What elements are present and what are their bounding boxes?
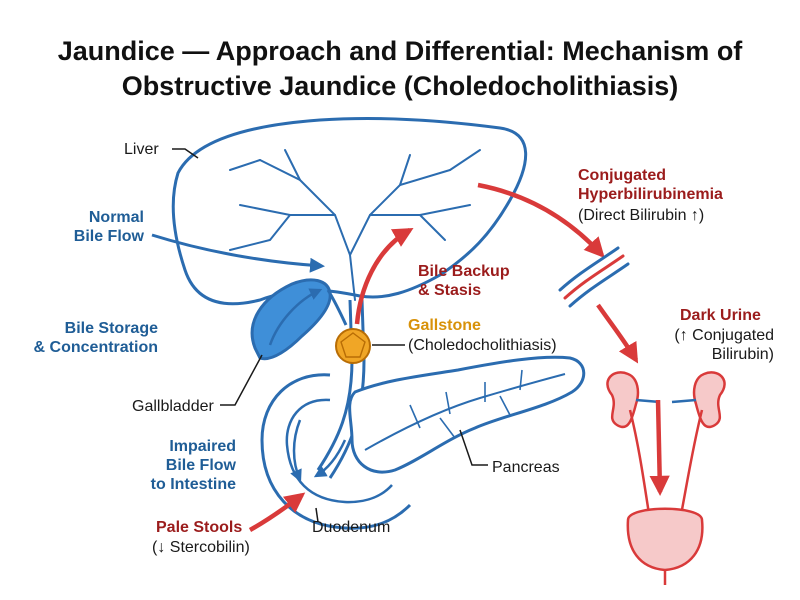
bile-storage-line-1: Bile Storage bbox=[64, 320, 158, 337]
impaired-flow-arrow-2 bbox=[313, 439, 347, 478]
normal-bile-flow-label: Normal Bile Flow bbox=[62, 208, 144, 246]
dark-urine-label: Dark Urine bbox=[680, 307, 761, 324]
to-bladder-arrow bbox=[649, 399, 670, 497]
renal-vessels bbox=[635, 398, 697, 404]
cystic-duct bbox=[326, 289, 348, 326]
ureters bbox=[628, 409, 704, 521]
gallstone-icon bbox=[335, 328, 371, 364]
bile-backup-label: Bile Backup & Stasis bbox=[418, 262, 510, 300]
bladder-shape bbox=[626, 507, 704, 572]
duodenum-label: Duodenum bbox=[312, 519, 391, 536]
impaired-flow-line-1: Impaired bbox=[169, 438, 236, 455]
leader-lines bbox=[172, 148, 488, 523]
dark-urine-note: (↑ Conjugated Bilirubin) bbox=[640, 326, 774, 364]
to-blood-arrow bbox=[477, 182, 605, 258]
common-bile-duct bbox=[316, 299, 354, 471]
bile-storage-label: Bile Storage & Concentration bbox=[12, 319, 158, 357]
liver-label: Liver bbox=[124, 141, 159, 158]
impaired-flow-line-2: Bile Flow bbox=[165, 457, 236, 474]
pancreatic-branches bbox=[409, 369, 523, 439]
gallstone-label: Gallstone bbox=[408, 317, 481, 334]
pancreatic-duct bbox=[364, 373, 566, 451]
gallbladder-inner-flow bbox=[268, 288, 323, 346]
dark-urine-note-line-1: (↑ Conjugated bbox=[674, 327, 774, 344]
normal-bile-flow-line-2: Bile Flow bbox=[73, 228, 144, 245]
normal-bile-flow-line-1: Normal bbox=[88, 209, 144, 226]
pancreas-label: Pancreas bbox=[492, 459, 560, 476]
bile-backup-line-1: Bile Backup bbox=[418, 263, 510, 280]
liver-shape bbox=[171, 116, 528, 306]
gallstone-note: (Choledocholithiasis) bbox=[408, 337, 557, 354]
normal-bile-flow-arrow bbox=[151, 233, 325, 273]
bile-backup-line-2: & Stasis bbox=[418, 282, 482, 299]
blood-vessel-icon bbox=[558, 246, 630, 308]
impaired-flow-label: Impaired Bile Flow to Intestine bbox=[120, 437, 236, 494]
pale-stools-note: (↓ Stercobilin) bbox=[152, 539, 250, 556]
impaired-flow-arrow bbox=[290, 419, 302, 483]
title-line-2: Obstructive Jaundice (Choledocholithiasi… bbox=[121, 71, 679, 101]
pale-stools-label: Pale Stools bbox=[156, 519, 243, 536]
conjugated-line-1: Conjugated bbox=[578, 167, 666, 184]
title-line-1: Jaundice — Approach and Differential: Me… bbox=[57, 36, 743, 66]
bile-storage-line-2: & Concentration bbox=[33, 339, 158, 356]
gallbladder-label: Gallbladder bbox=[132, 398, 214, 415]
duodenum-shape bbox=[260, 373, 412, 530]
pancreas-shape bbox=[348, 355, 586, 474]
conjugated-label: Conjugated Hyperbilirubinemia bbox=[578, 166, 723, 204]
pale-stools-arrow bbox=[248, 492, 306, 532]
diagram-title: Jaundice — Approach and Differential: Me… bbox=[0, 34, 800, 104]
dark-urine-note-line-2: Bilirubin) bbox=[711, 346, 774, 363]
conjugated-note: (Direct Bilirubin ↑) bbox=[578, 207, 705, 224]
to-kidneys-arrow bbox=[596, 303, 639, 364]
intrahepatic-ducts bbox=[229, 149, 481, 301]
bile-backup-arrow bbox=[354, 227, 414, 325]
conjugated-line-2: Hyperbilirubinemia bbox=[578, 186, 723, 203]
impaired-flow-line-3: to Intestine bbox=[150, 476, 236, 493]
